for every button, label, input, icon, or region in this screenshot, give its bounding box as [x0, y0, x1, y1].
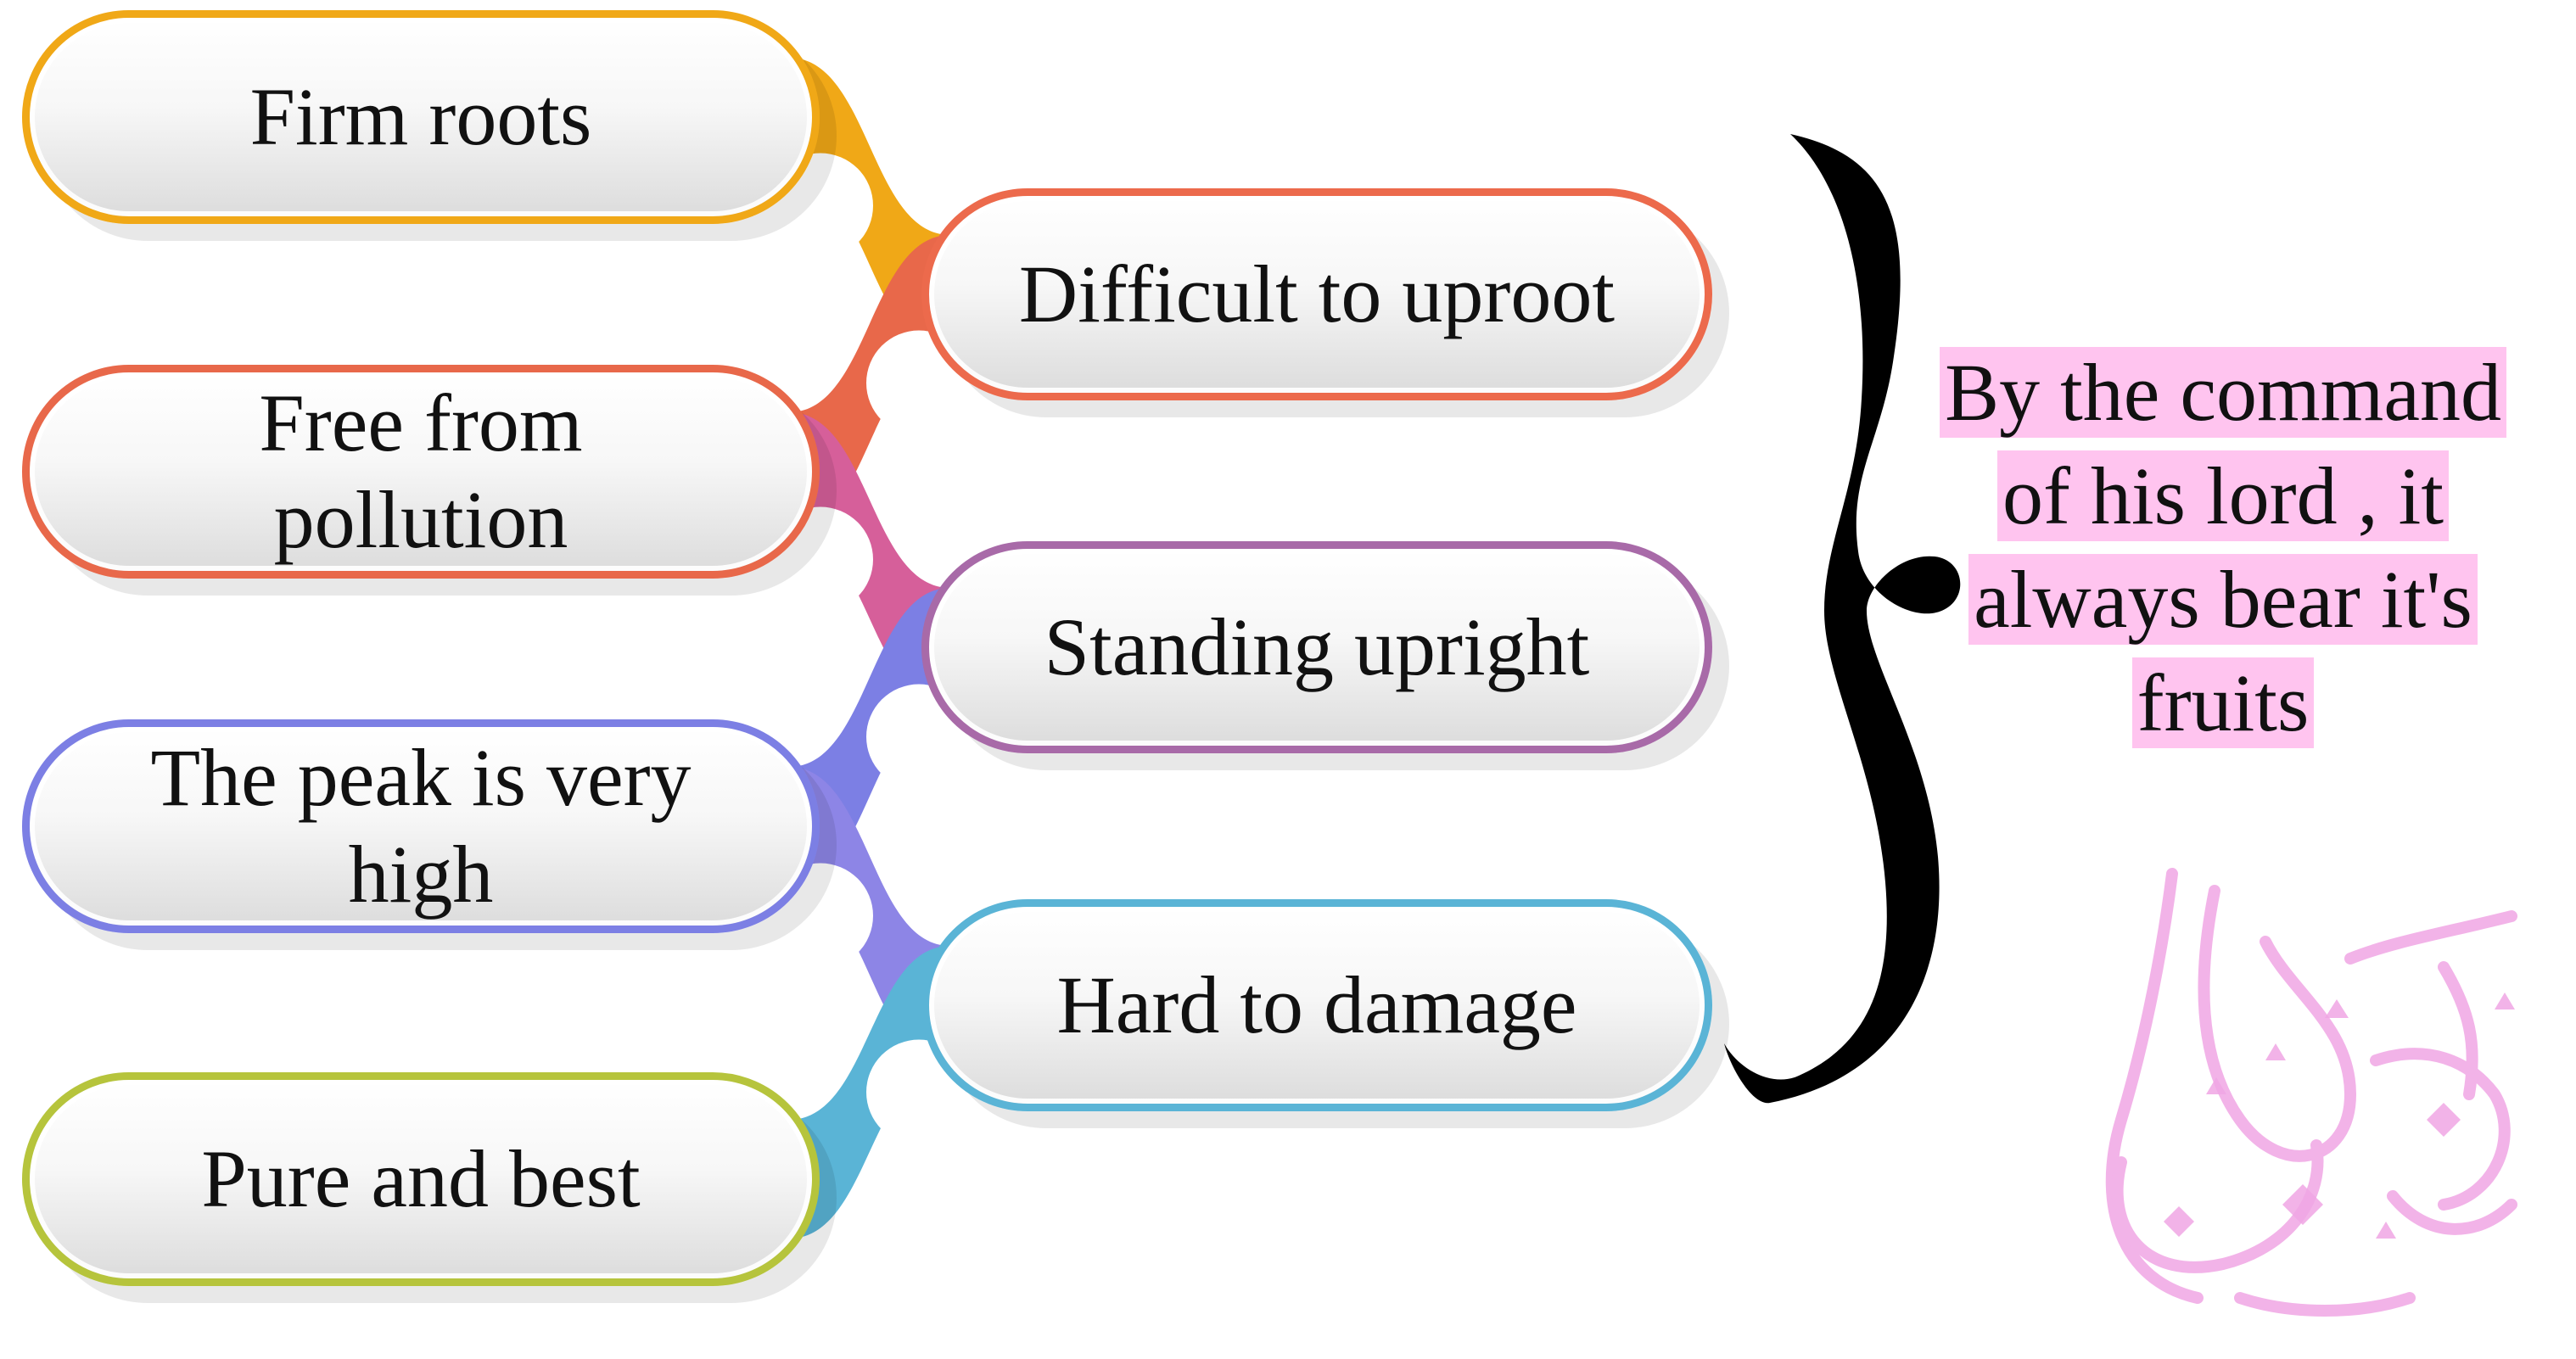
node-label: Firm roots [249, 71, 592, 162]
node-label: Hard to damage [1056, 959, 1577, 1050]
conclusion-highlight: By the command of his lord , it always b… [1940, 347, 2506, 748]
node-left-3: Pure and best [22, 1072, 820, 1286]
node-label: Pure and best [201, 1133, 641, 1224]
node-right-1: Standing upright [921, 541, 1712, 753]
node-label: Difficult to uproot [1018, 249, 1616, 339]
node-label: Standing upright [1044, 601, 1590, 692]
calligraphy-watermark-icon [2105, 868, 2517, 1317]
node-label: The peak is very high [150, 732, 692, 920]
node-left-2: The peak is very high [22, 719, 820, 933]
connector-links [768, 58, 972, 1239]
node-left-0: Firm roots [22, 10, 820, 224]
node-left-1: Free from pollution [22, 365, 820, 579]
conclusion-text: By the command of his lord , it always b… [1926, 341, 2520, 755]
node-label: Free from pollution [259, 378, 583, 565]
node-right-0: Difficult to uproot [921, 188, 1712, 400]
node-right-2: Hard to damage [921, 899, 1712, 1111]
curly-brace-icon [1724, 134, 1961, 1104]
